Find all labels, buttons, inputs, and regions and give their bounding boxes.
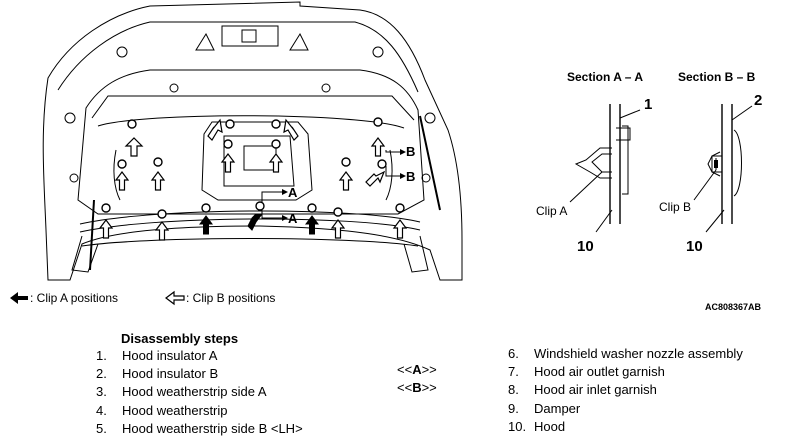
step-text: Hood air inlet garnish: [534, 382, 657, 397]
step-text: Hood weatherstrip: [122, 403, 228, 418]
step-item: 7. Hood air outlet garnish: [508, 364, 665, 379]
hood-inner-frame: [77, 69, 425, 215]
step-item: 6. Windshield washer nozzle assembly: [508, 346, 743, 361]
callout-b-bottom: B: [406, 169, 416, 184]
outline-arrow-icon: [154, 221, 170, 241]
step-2-service-tag: <<B>>: [397, 380, 437, 395]
section-b-title: Section B – B: [678, 70, 756, 84]
step-text: Damper: [534, 401, 581, 416]
filled-arrow-icon: [247, 213, 263, 231]
filled-arrow-icon: [305, 215, 319, 235]
step-number: 8.: [508, 382, 519, 397]
step-item: 3. Hood weatherstrip side A: [96, 384, 267, 399]
section-a-part-10: 10: [577, 238, 594, 255]
step-text: Hood insulator B: [122, 366, 219, 381]
step-number: 7.: [508, 364, 519, 379]
callout-b-top: B: [406, 144, 416, 159]
legend-clip-b: : Clip B positions: [186, 291, 276, 305]
disassembly-title: Disassembly steps: [121, 331, 239, 346]
section-b-detail: [693, 104, 753, 233]
step-number: 5.: [96, 421, 107, 436]
outline-arrow-icon: [392, 219, 408, 239]
step-text: Hood air outlet garnish: [534, 364, 665, 379]
clip-grommets: [101, 117, 405, 219]
clip-b-arrows: [98, 118, 408, 241]
figure-reference-code: AC808367AB: [705, 302, 762, 312]
clip-b-shape: [707, 151, 721, 177]
outline-arrow-icon: [165, 290, 185, 306]
section-b-part-2: 2: [754, 92, 763, 109]
outline-arrow-icon: [114, 171, 130, 191]
step-number: 4.: [96, 403, 107, 418]
outline-arrow-icon: [124, 137, 144, 157]
outline-arrow-icon: [150, 171, 166, 191]
step-item: 1. Hood insulator A: [96, 348, 217, 363]
callout-a-top: A: [288, 185, 298, 200]
hood-outline: [42, 1, 463, 281]
center-reinforcement: [201, 121, 313, 201]
filled-arrow-icon: [199, 215, 213, 235]
step-text: Hood insulator A: [122, 348, 218, 363]
step-number: 1.: [96, 348, 107, 363]
step-1-service-tag: <<A>>: [397, 362, 437, 377]
clip-a-arrows: [199, 213, 319, 235]
step-text: Hood weatherstrip side B <LH>: [122, 421, 303, 436]
step-item: 10. Hood: [508, 419, 565, 434]
section-a-part-1: 1: [644, 96, 653, 113]
section-a-clip-label: Clip A: [536, 204, 568, 218]
step-item: 2. Hood insulator B: [96, 366, 218, 381]
outline-arrow-icon: [330, 219, 346, 239]
outline-arrow-icon: [370, 137, 386, 157]
weatherstrip-edge: [79, 210, 421, 225]
callout-a-bottom: A: [288, 211, 298, 226]
step-text: Hood weatherstrip side A: [122, 384, 267, 399]
step-number: 6.: [508, 346, 519, 361]
damper-right: [419, 115, 441, 211]
section-a-title: Section A – A: [567, 70, 644, 84]
outline-arrow-icon: [207, 118, 223, 141]
section-a-detail: [569, 104, 641, 233]
step-number: 9.: [508, 401, 519, 416]
filled-arrow-icon: [10, 292, 28, 304]
clip-a-shape: [574, 147, 612, 179]
damper-left: [89, 199, 95, 271]
legend-clip-a: : Clip A positions: [30, 291, 119, 305]
section-b-part-10: 10: [686, 238, 703, 255]
outline-arrow-icon: [98, 219, 114, 239]
hood-latch: [221, 25, 279, 47]
step-number: 2.: [96, 366, 107, 381]
step-item: 4. Hood weatherstrip: [96, 403, 228, 418]
outline-arrow-icon: [268, 153, 284, 173]
step-number: 3.: [96, 384, 107, 399]
step-item: 9. Damper: [508, 401, 580, 416]
step-text: Windshield washer nozzle assembly: [534, 346, 743, 361]
step-text: Hood: [534, 419, 566, 434]
section-b-clip-label: Clip B: [659, 200, 692, 214]
step-item: 8. Hood air inlet garnish: [508, 382, 657, 397]
outline-arrow-icon: [220, 153, 236, 173]
outline-arrow-icon: [283, 118, 299, 141]
outline-arrow-icon: [338, 171, 354, 191]
outline-arrow-icon: [365, 170, 386, 187]
step-item: 5. Hood weatherstrip side B <LH>: [96, 421, 303, 436]
step-number: 10.: [508, 419, 527, 434]
